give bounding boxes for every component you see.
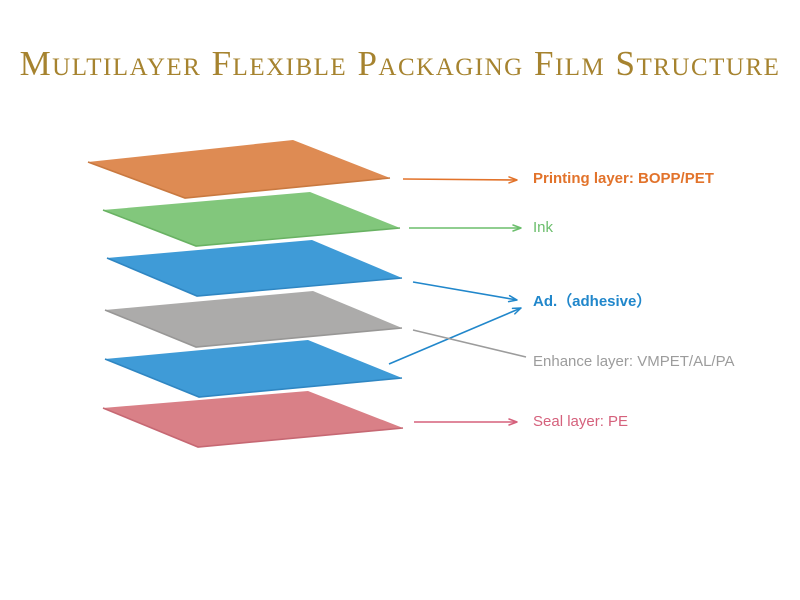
seal-layer-shape — [103, 391, 403, 447]
adhesive-lower-layer-shape — [105, 340, 402, 397]
enhance-layer-shape — [105, 291, 402, 347]
adhesive-upper-layer-edge — [106, 257, 403, 297]
printing-layer-shape — [88, 140, 390, 198]
page-title: Multilayer Flexible Packaging Film Struc… — [19, 44, 781, 83]
ink-layer-edge — [102, 209, 401, 247]
printing-leader-line — [402, 176, 518, 184]
printing-layer-label: Printing layer: BOPP/PET — [533, 170, 714, 187]
enhance-layer-edge — [104, 309, 403, 348]
adhesive-label: Ad.（adhesive） — [533, 293, 652, 310]
enhance-leader-line — [412, 329, 527, 358]
seal-layer-label: Seal layer: PE — [533, 413, 629, 430]
adhesive-lower-layer-edge — [104, 358, 403, 398]
adhesive-lower-leader-line — [388, 307, 522, 365]
adhesive-upper-layer-shape — [107, 240, 402, 296]
enhance-layer-label: Enhance layer: VMPET/AL/PA — [533, 353, 735, 370]
seal-layer-edge — [102, 407, 404, 448]
ink-label: Ink — [533, 219, 554, 236]
printing-layer-edge — [87, 161, 391, 199]
ink-layer-shape — [103, 192, 400, 246]
adhesive-upper-leader-line — [412, 281, 518, 303]
